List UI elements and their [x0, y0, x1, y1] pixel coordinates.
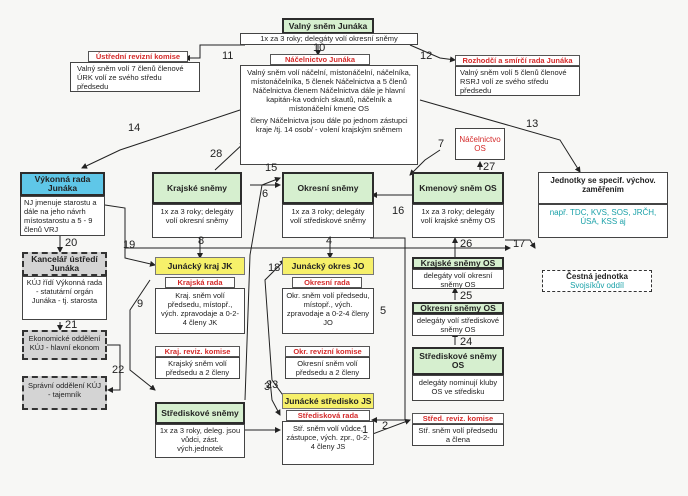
strediskove-snemy-title: Střediskové sněmy — [155, 402, 245, 424]
stred-rev-text: Stř. sněm volí předsedu a člena — [412, 424, 504, 446]
nacelnictvo-text: Valný sněm volí náčelní, místonáčelní, n… — [240, 65, 418, 165]
arrow-number-7: 7 — [438, 138, 445, 150]
arrow-number-25: 25 — [460, 290, 473, 302]
arrow-number-14: 14 — [128, 122, 141, 134]
arrow-number-16: 16 — [392, 205, 405, 217]
kancelar-text: KÚJ řídí Výkonná rada - statutární orgán… — [22, 276, 107, 320]
okresni-snemy-os-title: Okresní sněmy OS — [412, 302, 504, 314]
arrow-number-23: 23 — [266, 379, 279, 391]
cestna-text: Svojsíkův oddíl — [570, 281, 624, 290]
junacke-stredisko-title: Junácké středisko JS — [282, 393, 374, 409]
ekonomicke-oddeleni: Ekonomické oddělení KÚJ - hlavní ekonom — [22, 330, 107, 360]
valny-snem-title: Valný sněm Junáka — [282, 18, 374, 34]
krajska-rada-text: Kraj. sněm volí předsedu, místopř., vých… — [155, 288, 245, 334]
strediskove-snemy-os-title: Střediskové sněmy OS — [412, 347, 504, 375]
spravni-oddeleni: Správní oddělení KÚJ - tajemník — [22, 376, 107, 410]
strediskove-snemy-text: 1x za 3 roky, deleg. jsou vůdci, zást. v… — [155, 424, 245, 458]
strediskove-snemy-os-text: delegáty nominují kluby OS ve středisku — [412, 375, 504, 401]
urk-title: Ústřední revizní komise — [88, 51, 188, 62]
arrow-number-9: 9 — [137, 298, 144, 310]
arrow-number-4: 4 — [326, 235, 333, 247]
kraj-rev-title: Kraj. reviz. komise — [155, 346, 240, 357]
kancelar-title: Kancelář ústředí Junáka — [22, 252, 107, 276]
arrow-number-2: 2 — [382, 420, 389, 432]
vykonna-rada-text: NJ jmenuje starostu a dále na jeho návrh… — [20, 196, 105, 236]
rozhodci-text: Valný sněm volí 5 členů členové RSRJ vol… — [455, 66, 580, 96]
strediskova-rada-title: Středisková rada — [286, 410, 370, 421]
junacky-kraj-title: Junácký kraj JK — [155, 257, 245, 275]
okresni-snemy-os-text: delegáty volí střediskové sněmy OS — [412, 314, 504, 336]
jednotky-text: např. TDC, KVS, SOS, JRČH, ÚSA, KSS aj — [538, 204, 668, 238]
jednotky-title: Jednotky se specif. výchov. zaměřením — [538, 172, 668, 204]
arrow-number-1: 1 — [362, 424, 369, 436]
nacelnictvo-text-2: členy Náčelnictva jsou dále po jednom zá… — [250, 116, 408, 134]
arrow-number-10: 10 — [313, 42, 326, 54]
krajske-snemy-text: 1x za 3 roky; delegáty volí okresní sněm… — [152, 204, 242, 238]
urk-text: Valný sněm volí 7 členů členové ÚRK volí… — [70, 62, 200, 92]
cestna-jednotka: Čestná jednotka Svojsíkův oddíl — [542, 270, 652, 292]
arrow-number-6: 6 — [262, 188, 269, 200]
okresni-snemy-text: 1x za 3 roky; delegáty volí střediskové … — [282, 204, 374, 238]
okresni-rada-text: Okr. sněm volí předsedu, místopř., vých.… — [282, 288, 374, 334]
kraj-rev-text: Krajský sněm volí předsedu a 2 členy — [155, 357, 240, 379]
arrow-number-8: 8 — [198, 235, 205, 247]
nacelnictvo-text-1: Valný sněm volí náčelní, místonáčelní, n… — [247, 68, 411, 113]
nacelnictvo-os: Náčelnictvo OS — [455, 128, 505, 160]
nacelnictvo-title: Náčelnictvo Junáka — [270, 54, 370, 65]
okresni-snemy-title: Okresní sněmy — [282, 172, 374, 204]
arrow-number-5: 5 — [380, 305, 387, 317]
strediskova-rada-text: Stř. sněm volí vůdce, zástupce, vých. zp… — [282, 421, 374, 465]
krajska-rada-title: Krajská rada — [165, 277, 235, 288]
arrow-number-17: 17 — [513, 238, 526, 250]
arrow-number-19: 19 — [123, 239, 136, 251]
arrow-number-11: 11 — [222, 50, 234, 62]
arrow-number-24: 24 — [460, 336, 473, 348]
krajske-snemy-os-text: delegáty volí okresní sněmy OS — [412, 269, 504, 289]
vykonna-rada-title: Výkonná rada Junáka — [20, 172, 105, 196]
rozhodci-title: Rozhodčí a smírčí rada Junáka — [455, 55, 580, 66]
krajske-snemy-title: Krajské sněmy — [152, 172, 242, 204]
arrow-number-27: 27 — [483, 161, 496, 173]
junacky-okres-title: Junácký okres JO — [282, 257, 374, 275]
krajske-snemy-os-title: Krajské sněmy OS — [412, 257, 504, 269]
okr-rev-text: Okresní sněm volí předsedu a 2 členy — [285, 357, 370, 379]
kmenovy-snem-text: 1x za 3 roky; delegáty volí krajské sněm… — [412, 204, 504, 238]
okresni-rada-title: Okresní rada — [292, 277, 362, 288]
okr-rev-title: Okr. revizní komise — [285, 346, 370, 357]
arrow-number-13: 13 — [526, 118, 539, 130]
kmenovy-snem-title: Kmenový sněm OS — [412, 172, 504, 204]
arrow-number-21: 21 — [65, 319, 78, 331]
cestna-title: Čestná jednotka — [566, 272, 628, 281]
arrow-number-15: 15 — [265, 162, 278, 174]
arrow-number-22: 22 — [112, 364, 125, 376]
valny-snem-text: 1x za 3 roky; delegáty volí okresní sněm… — [240, 33, 418, 45]
stred-rev-title: Střed. reviz. komise — [412, 413, 504, 424]
arrow-number-20: 20 — [65, 237, 78, 249]
arrow-number-28: 28 — [210, 148, 223, 160]
arrow-number-12: 12 — [420, 50, 433, 62]
arrow-number-18: 18 — [268, 262, 281, 274]
arrow-number-3: 3 — [264, 381, 271, 393]
arrow-number-26: 26 — [460, 238, 473, 250]
